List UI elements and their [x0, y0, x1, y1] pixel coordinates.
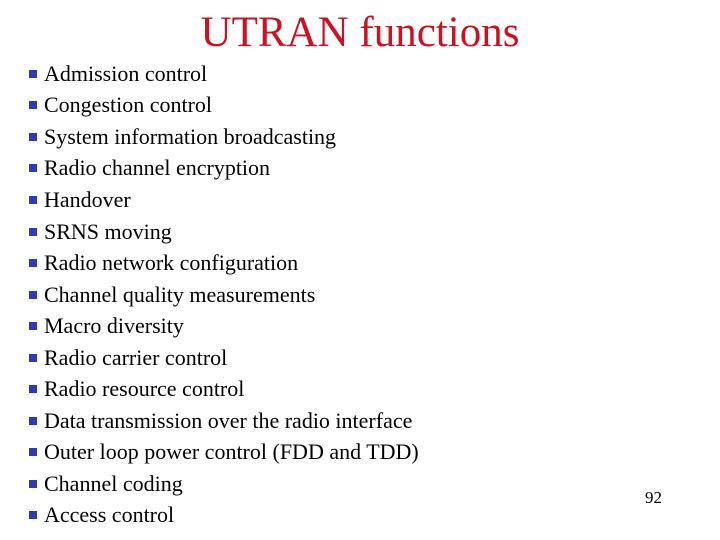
bullet-square-icon — [29, 385, 37, 394]
list-item-label: System information broadcasting — [44, 123, 337, 149]
list-item-label: Macro diversity — [44, 313, 184, 339]
slide-title: UTRAN functions — [200, 9, 520, 56]
bullet-square-icon — [29, 101, 37, 110]
list-item-label: Admission control — [44, 60, 208, 86]
list-item-label: Access control — [44, 502, 175, 528]
list-item: Radio channel encryption — [29, 153, 689, 185]
list-item: Handover — [29, 184, 689, 216]
bullet-square-icon — [29, 259, 37, 268]
list-item: Channel quality measurements — [29, 279, 689, 311]
bullet-square-icon — [29, 227, 37, 236]
list-item-label: Radio resource control — [44, 376, 245, 402]
list-item: Outer loop power control (FDD and TDD) — [29, 437, 689, 469]
bullet-square-icon — [29, 132, 37, 141]
list-item-label: Handover — [44, 186, 131, 212]
list-item: SRNS moving — [29, 216, 689, 248]
list-item-label: Channel quality measurements — [44, 281, 316, 307]
bullet-square-icon — [29, 479, 37, 488]
list-item-label: Outer loop power control (FDD and TDD) — [44, 439, 419, 465]
list-item: Radio network configuration — [29, 247, 689, 279]
bullet-square-icon — [29, 195, 37, 204]
bullet-square-icon — [29, 322, 37, 331]
list-item: System information broadcasting — [29, 121, 689, 153]
bullet-square-icon — [29, 416, 37, 425]
list-item-label: Radio carrier control — [44, 344, 228, 370]
list-item-label: Radio network configuration — [44, 250, 299, 276]
list-item-label: Data transmission over the radio interfa… — [44, 407, 413, 433]
list-item-label: Channel coding — [44, 470, 183, 496]
list-item: Data transmission over the radio interfa… — [29, 405, 689, 437]
bullet-square-icon — [29, 511, 37, 520]
list-item: Congestion control — [29, 90, 689, 122]
list-item: Channel coding — [29, 468, 689, 500]
list-item-label: Congestion control — [44, 92, 213, 118]
list-item: Admission control — [29, 58, 689, 90]
bullet-square-icon — [29, 164, 37, 173]
page-number: 92 — [645, 488, 662, 507]
list-item-label: SRNS moving — [44, 218, 172, 244]
list-item: Access control — [29, 500, 689, 532]
bullet-square-icon — [29, 290, 37, 299]
list-item: Radio resource control — [29, 373, 689, 405]
list-item: Macro diversity — [29, 310, 689, 342]
list-item-label: Radio channel encryption — [44, 155, 271, 181]
list-item: Radio carrier control — [29, 342, 689, 374]
bullet-square-icon — [29, 69, 37, 78]
bullet-square-icon — [29, 448, 37, 457]
bullet-square-icon — [29, 353, 37, 362]
